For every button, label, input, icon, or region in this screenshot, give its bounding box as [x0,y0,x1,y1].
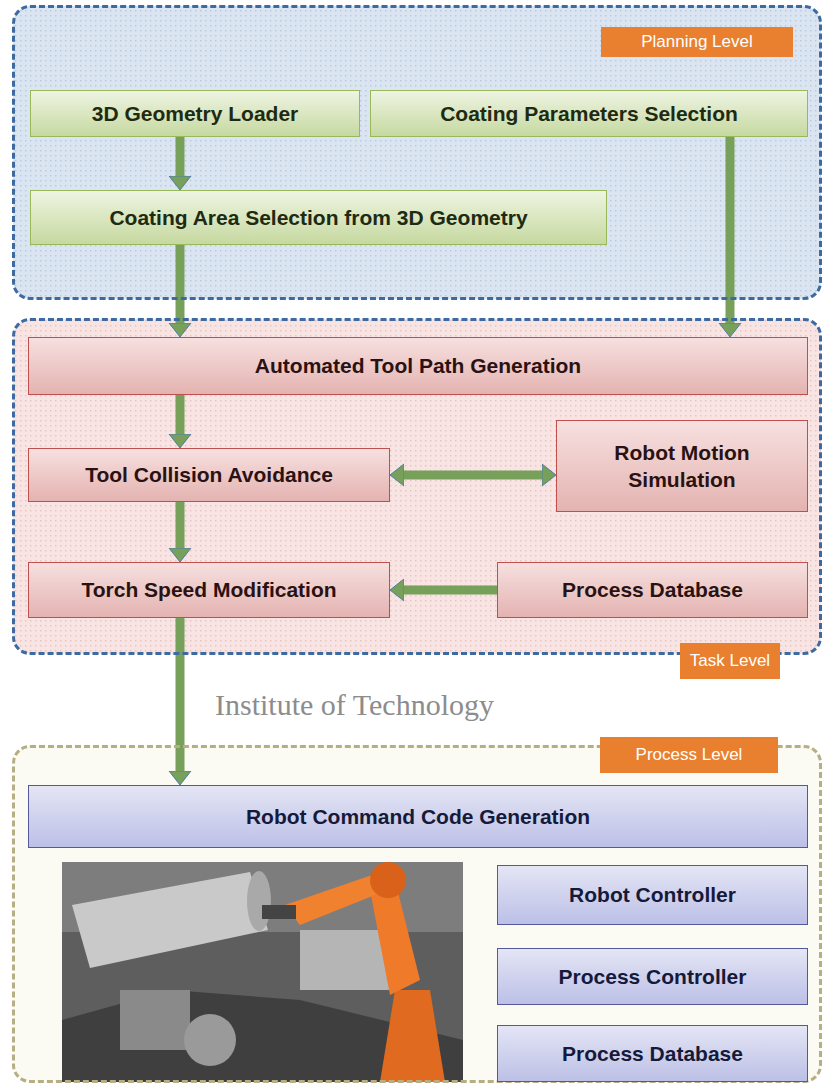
photo-floor [62,990,463,1082]
box-label: Process Database [562,1040,743,1067]
flow-arrow [176,618,185,771]
process-box: Coating Area Selection from 3D Geometry [30,190,607,245]
flow-arrow [404,586,497,595]
robot-lower-arm [370,880,420,995]
robot-upper-arm [285,875,400,925]
watermark-text: Institute of Technology [215,688,494,722]
process-box: Automated Tool Path Generation [28,337,808,395]
box-label: 3D Geometry Loader [92,100,299,127]
region-fill [13,6,821,299]
level-tab: Process Level [600,737,778,773]
level-region: Planning Level3D Geometry LoaderCoating … [12,5,822,300]
box-label: Robot Motion Simulation [569,439,795,494]
photo-turntable [184,1014,236,1066]
level-tab: Planning Level [601,27,793,57]
level-tab: Task Level [680,643,780,679]
box-label: Robot Command Code Generation [246,803,590,830]
flow-arrow [404,471,542,480]
photo-machine [120,990,190,1050]
box-label: Coating Area Selection from 3D Geometry [109,204,527,231]
level-tag: Planning Level [641,32,753,52]
process-box: Torch Speed Modification [28,562,390,618]
process-box: Robot Command Code Generation [28,785,808,848]
process-box: Coating Parameters Selection [370,90,808,137]
box-label: Tool Collision Avoidance [85,461,333,488]
flow-arrow [176,137,185,176]
flow-arrow [176,502,185,548]
box-label: Process Controller [559,963,747,990]
photo-cabinet [300,930,390,990]
region-fill [13,319,821,654]
robot-torch [262,905,296,919]
level-tag: Process Level [636,745,743,765]
flow-arrow [176,395,185,434]
photo-ground [62,862,463,1082]
photo-wall [62,862,463,932]
box-label: Robot Controller [569,881,736,908]
process-box: Process Controller [497,948,808,1005]
process-box: 3D Geometry Loader [30,90,360,137]
robot-photo [62,862,463,1082]
robot-base [380,990,445,1082]
flow-arrow [176,245,185,323]
level-region: Task LevelAutomated Tool Path Generation… [12,318,822,655]
process-box: Robot Controller [497,865,808,925]
process-box: Process Database [497,562,808,618]
photo-cylinder-end [247,871,271,931]
box-label: Coating Parameters Selection [440,100,738,127]
process-box: Tool Collision Avoidance [28,448,390,502]
robot-joint [370,862,406,898]
box-label: Process Database [562,576,743,603]
level-tag: Task Level [690,651,770,671]
box-label: Torch Speed Modification [81,576,336,603]
process-box: Process Database [497,1025,808,1082]
photo-cylinder [72,872,268,968]
box-label: Automated Tool Path Generation [255,352,581,379]
process-box: Robot Motion Simulation [556,420,808,512]
level-region: Process LevelRobot Command Code Generati… [12,745,822,1083]
region-fill [13,746,821,1082]
flow-arrow [726,137,735,323]
